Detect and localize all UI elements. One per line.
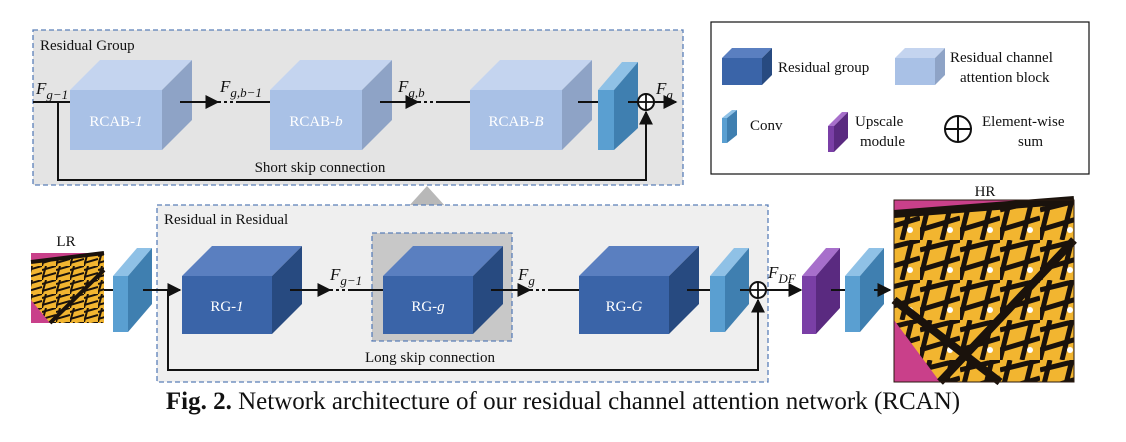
rg-block-G: RG-G	[579, 246, 699, 334]
legend-rcab-label-1: Residual channel	[950, 50, 1053, 66]
svg-text:RCAB-b: RCAB-b	[289, 114, 343, 130]
legend-upscale-label-2: module	[860, 134, 905, 150]
label-fg-bottom: Fg	[517, 265, 535, 288]
long-skip-connection	[167, 290, 765, 371]
svg-text:RCAB-1: RCAB-1	[89, 114, 142, 130]
short-skip-label: Short skip connection	[255, 160, 386, 176]
legend-sum-label-1: Element-wise	[982, 114, 1065, 130]
label-fdf: FDF	[767, 263, 797, 286]
rcab-block-b: RCAB-b	[270, 60, 392, 150]
legend-upscale-icon	[828, 112, 848, 152]
label-fg-minus1-top: Fg−1	[35, 79, 68, 102]
conv-layer-rir	[710, 248, 749, 332]
figure-caption: Fig. 2. Network architecture of our resi…	[0, 388, 1126, 416]
residual-in-residual-title: Residual in Residual	[164, 212, 288, 228]
residual-group-title: Residual Group	[40, 38, 135, 54]
legend-box	[710, 21, 1090, 175]
legend-rcab-icon	[895, 48, 945, 85]
legend-upscale-label-1: Upscale	[855, 114, 904, 130]
caption-prefix: Fig. 2.	[165, 388, 232, 415]
rcab-block-1: RCAB-1	[70, 60, 192, 150]
label-fg-b-minus1: Fg,b−1	[219, 77, 262, 100]
svg-text:RG-G: RG-G	[606, 299, 643, 315]
rg-block-g: RG-g	[383, 246, 503, 334]
label-fg-top: Fg	[655, 79, 673, 102]
legend-residual-group-icon	[722, 48, 772, 85]
legend-sum-label-2: sum	[1018, 134, 1043, 150]
lr-label: LR	[56, 234, 75, 250]
long-skip-label: Long skip connection	[365, 350, 495, 366]
svg-text:RG-1: RG-1	[210, 299, 243, 315]
legend-conv-label: Conv	[750, 118, 783, 134]
svg-text:RCAB-B: RCAB-B	[488, 114, 543, 130]
conv-layer-group	[598, 62, 638, 150]
label-fg-b: Fg,b	[397, 77, 425, 100]
hr-image	[891, 196, 1077, 386]
legend-rcab-label-2: attention block	[960, 70, 1050, 86]
svg-text:RG-g: RG-g	[411, 299, 445, 315]
short-skip-connection	[57, 102, 653, 181]
rg-block-1: RG-1	[182, 246, 302, 334]
caption-text: Network architecture of our residual cha…	[231, 388, 961, 415]
legend-sum-icon	[944, 115, 972, 143]
legend-residual-group-label: Residual group	[778, 60, 869, 76]
conv-layer-tail	[845, 248, 884, 332]
element-wise-sum-top	[637, 93, 655, 111]
conv-layer-head	[113, 248, 152, 332]
label-fg-minus1-bottom: Fg−1	[329, 265, 362, 288]
legend-conv-icon	[722, 110, 737, 143]
element-wise-sum-bottom	[749, 281, 767, 299]
lr-image	[30, 251, 106, 325]
rcab-block-B: RCAB-B	[470, 60, 592, 150]
hr-label: HR	[975, 184, 996, 200]
upscale-module	[802, 248, 840, 334]
